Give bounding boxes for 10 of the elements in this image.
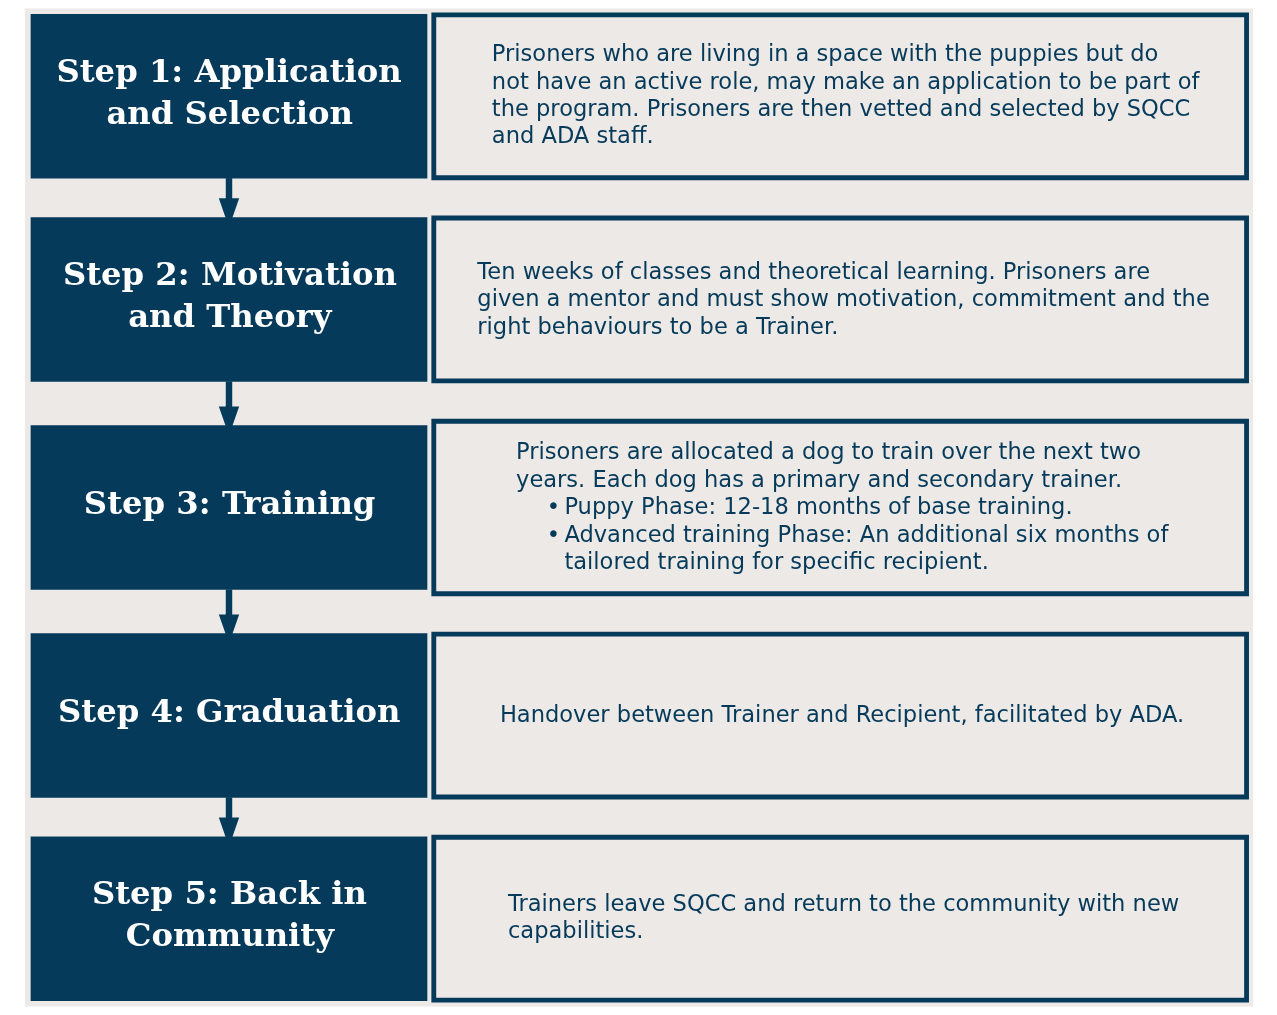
node-box: Step 5: Back in Community xyxy=(30,836,427,1001)
node-box: Prisoners are allocated a dog to train over the next two years. Each dog has a primary and secondary trainer. • Puppy Phase: 12-18 months of base training. • Advanced training Phase: An additional six months of tailored training for specific recipient. xyxy=(430,418,1249,597)
node-box: Trainers leave SQCC and return to the community with new capabilities. xyxy=(430,834,1249,1003)
node-box: Prisoners who are living in a space with the puppies but do not have an active role, may make an application to be part of the program. Prisoners are then vetted and selected by SQCC and ADA staff. xyxy=(430,12,1249,181)
node-box: Step 2: Motivation and Theory xyxy=(30,217,427,382)
node-box: Step 1: Application and Selection xyxy=(30,14,427,179)
node-box: Step 3: Training xyxy=(30,425,427,590)
node-box: Handover between Trainer and Recipient, facilitated by ADA. xyxy=(430,631,1249,800)
node-box: Step 4: Graduation xyxy=(30,633,427,798)
node-box: Ten weeks of classes and theoretical learning. Prisoners are given a mentor and must show motivation, commitment and the right behaviours to be a Trainer. xyxy=(430,215,1249,384)
